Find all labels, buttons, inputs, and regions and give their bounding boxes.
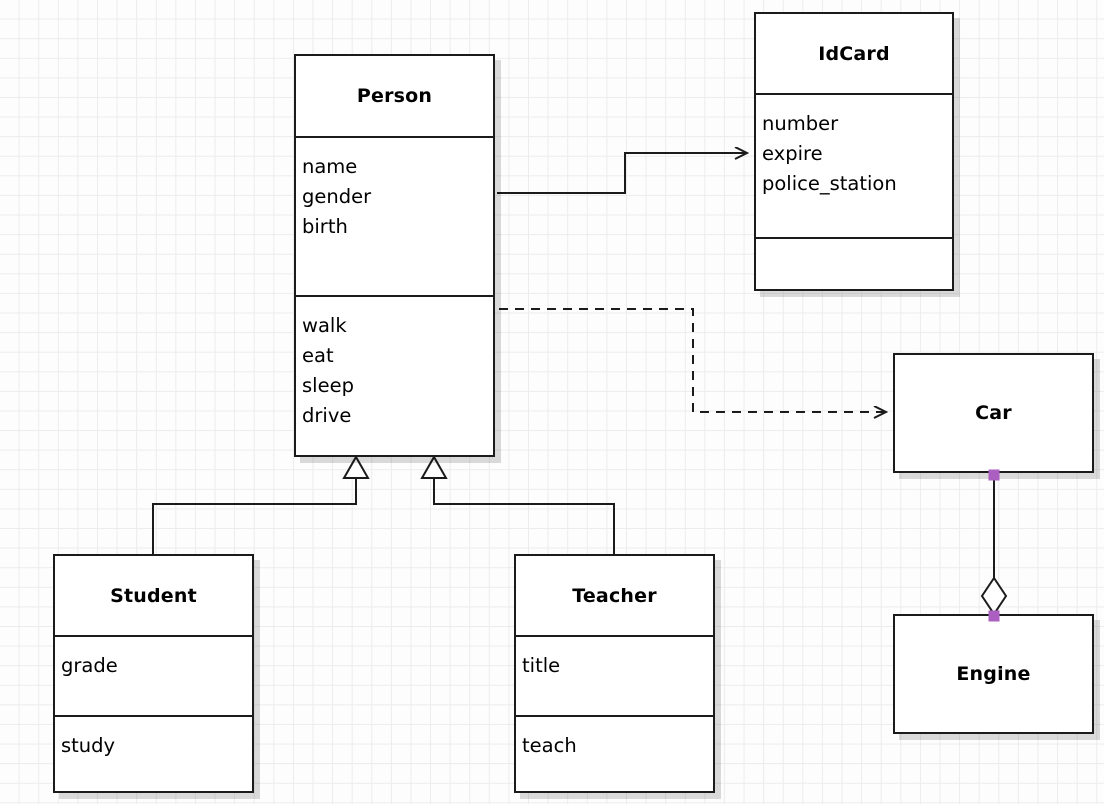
method-item: sleep — [302, 373, 354, 397]
class-methods-teacher: teach — [516, 714, 713, 791]
method-item: eat — [302, 343, 334, 367]
relationship-association-person-idcard[interactable] — [497, 153, 746, 194]
method-item: drive — [302, 403, 352, 427]
class-title-teacher: Teacher — [572, 584, 657, 607]
class-box-person[interactable]: Person name gender birth walk eat sleep … — [294, 54, 495, 457]
class-title-car: Car — [975, 402, 1012, 424]
attribute-item: title — [522, 654, 561, 678]
attribute-item: name — [302, 154, 358, 178]
class-methods-idcard — [756, 237, 952, 289]
class-attributes-person: name gender birth — [296, 135, 493, 295]
class-attributes-student: grade — [55, 635, 252, 714]
relationship-dependency-person-car[interactable] — [499, 308, 885, 412]
method-item: walk — [302, 313, 347, 337]
class-box-student[interactable]: Student grade study — [53, 554, 254, 793]
attribute-item: number — [762, 112, 839, 136]
method-item: teach — [522, 733, 577, 757]
relationship-generalization-teacher-person[interactable] — [420, 454, 615, 554]
class-box-teacher[interactable]: Teacher title teach — [514, 554, 715, 793]
class-box-idcard[interactable]: IdCard number expire police_station — [754, 12, 954, 291]
relationship-aggregation-car-engine[interactable] — [980, 473, 1008, 616]
attribute-item: grade — [61, 654, 118, 678]
edge-handle-car-bottom[interactable] — [988, 469, 1000, 481]
method-item: study — [61, 733, 116, 757]
attribute-item: gender — [302, 184, 372, 208]
class-methods-student: study — [55, 714, 252, 791]
class-title-idcard: IdCard — [818, 42, 890, 65]
class-box-engine[interactable]: Engine — [893, 614, 1094, 734]
class-title-engine: Engine — [956, 663, 1031, 685]
attribute-item: expire — [762, 142, 823, 166]
attribute-item: police_station — [762, 172, 897, 196]
class-attributes-idcard: number expire police_station — [756, 93, 952, 237]
attribute-item: birth — [302, 214, 348, 238]
class-title-person: Person — [356, 84, 433, 107]
hollow-triangle-arrowhead — [342, 454, 370, 479]
hollow-triangle-arrowhead — [420, 454, 448, 479]
edge-handle-engine-top[interactable] — [988, 610, 1000, 622]
class-methods-person: walk eat sleep drive — [296, 294, 493, 455]
relationship-generalization-student-person[interactable] — [152, 454, 370, 554]
class-title-student: Student — [110, 584, 197, 607]
hollow-diamond-arrowhead — [980, 576, 1008, 616]
class-attributes-teacher: title — [516, 635, 713, 714]
class-box-car[interactable]: Car — [893, 353, 1094, 473]
